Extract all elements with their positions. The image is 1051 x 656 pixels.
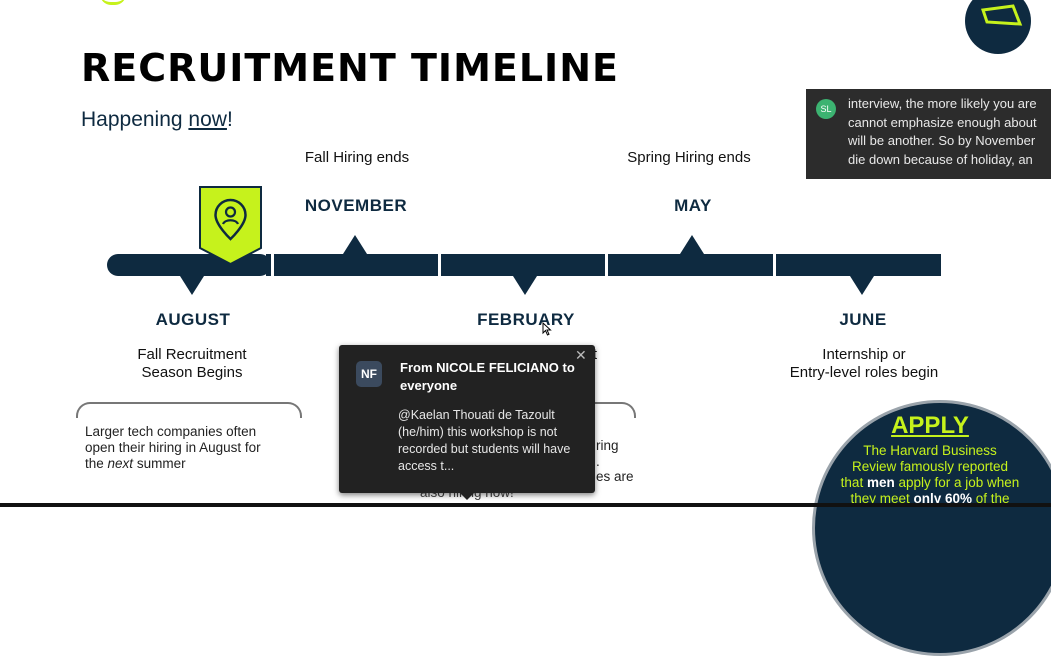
month-august: AUGUST — [155, 310, 231, 329]
apply-title: APPLY — [891, 412, 969, 439]
february-note-bracket — [560, 402, 636, 418]
brand-logo-icon — [981, 4, 1023, 26]
apply-line2: Review famously reported — [851, 459, 1009, 474]
transcript-text: interview, the more likely you are canno… — [848, 95, 1051, 169]
august-note-line1: Larger tech companies often — [85, 424, 257, 439]
page-subtitle: Happening now! — [81, 108, 233, 132]
august-tick — [180, 276, 204, 295]
subtitle-suffix: ! — [226, 108, 233, 131]
august-note-line3: the next summer — [85, 456, 305, 472]
august-note-line3-prefix: the — [85, 456, 108, 471]
apply-callout: APPLY The Harvard Business Review famous… — [812, 400, 1051, 656]
may-tick — [680, 235, 704, 254]
label-fall-hiring-ends: Fall Hiring ends — [304, 149, 410, 166]
apply-text: The Harvard Business Review famously rep… — [819, 443, 1041, 507]
august-note: Larger tech companies often open their h… — [85, 424, 305, 472]
apply-line4-bold: only 60% — [913, 491, 973, 506]
apply-line3-suffix: apply for a job when — [894, 475, 1020, 490]
popup-pointer — [460, 493, 474, 500]
desc-june-line2: Entry-level roles begin — [789, 364, 939, 381]
desc-june-line1: Internship or — [822, 346, 906, 363]
close-icon[interactable]: ✕ — [575, 347, 587, 363]
timeline-bar — [107, 235, 941, 295]
bottom-edge-bar — [0, 503, 1051, 507]
transcript-line: will be another. So by November — [848, 133, 1036, 148]
month-june: JUNE — [839, 310, 887, 329]
desc-august-line1: Fall Recruitment — [137, 346, 247, 363]
august-note-line3-suffix: summer — [133, 456, 186, 471]
transcript-line: interview, the more likely you are — [848, 96, 1037, 111]
august-note-line3-italic: next — [107, 456, 134, 471]
subtitle-link[interactable]: now — [188, 108, 227, 131]
month-february: FEBRUARY — [477, 310, 575, 329]
february-note-fragment-1: ring — [596, 438, 619, 453]
apply-line3: that men apply for a job when — [819, 475, 1041, 491]
apply-line3-bold: men — [866, 475, 895, 490]
speaker-badge: SL — [816, 99, 836, 119]
live-transcript-panel[interactable]: SL interview, the more likely you are ca… — [806, 89, 1051, 179]
month-november: NOVEMBER — [304, 196, 408, 215]
chat-message: @Kaelan Thouati de Tazoult (he/him) this… — [398, 408, 571, 473]
page-title: RECRUITMENT TIMELINE — [81, 46, 619, 90]
logo-fragment — [100, 0, 126, 5]
brand-logo — [965, 0, 1031, 54]
apply-line4-prefix: they meet — [850, 491, 914, 506]
november-tick — [343, 235, 367, 254]
month-may: MAY — [674, 196, 712, 215]
person-location-pin-icon — [199, 186, 262, 266]
apply-line4-suffix: of the — [972, 491, 1010, 506]
february-tick — [513, 276, 537, 295]
february-note-fragment-3: es are — [596, 469, 634, 484]
chat-sender: From NICOLE FELICIANO to everyone — [400, 360, 575, 393]
subtitle-text: Happening — [81, 108, 189, 131]
apply-line3-prefix: that — [840, 475, 867, 490]
august-note-line2: open their hiring in August for — [85, 440, 261, 455]
desc-august: Fall Recruitment Season Begins — [102, 346, 282, 382]
apply-line4: they meet only 60% of the — [819, 491, 1041, 507]
apply-line1: The Harvard Business — [863, 443, 997, 458]
june-tick — [850, 276, 874, 295]
august-note-bracket — [76, 402, 302, 418]
label-spring-hiring-ends: Spring Hiring ends — [627, 149, 751, 166]
transcript-line: cannot emphasize enough about — [848, 114, 1037, 130]
transcript-line: die down because of holiday, an — [848, 151, 1033, 167]
desc-june: Internship or Entry-level roles begin — [768, 346, 960, 382]
avatar: NF — [356, 361, 382, 387]
mouse-cursor-icon — [542, 322, 552, 336]
chat-notification-popup[interactable]: NF From NICOLE FELICIANO to everyone @Ka… — [339, 345, 595, 500]
desc-august-line2: Season Begins — [141, 364, 243, 381]
february-note-fragment-2: . — [596, 454, 600, 469]
